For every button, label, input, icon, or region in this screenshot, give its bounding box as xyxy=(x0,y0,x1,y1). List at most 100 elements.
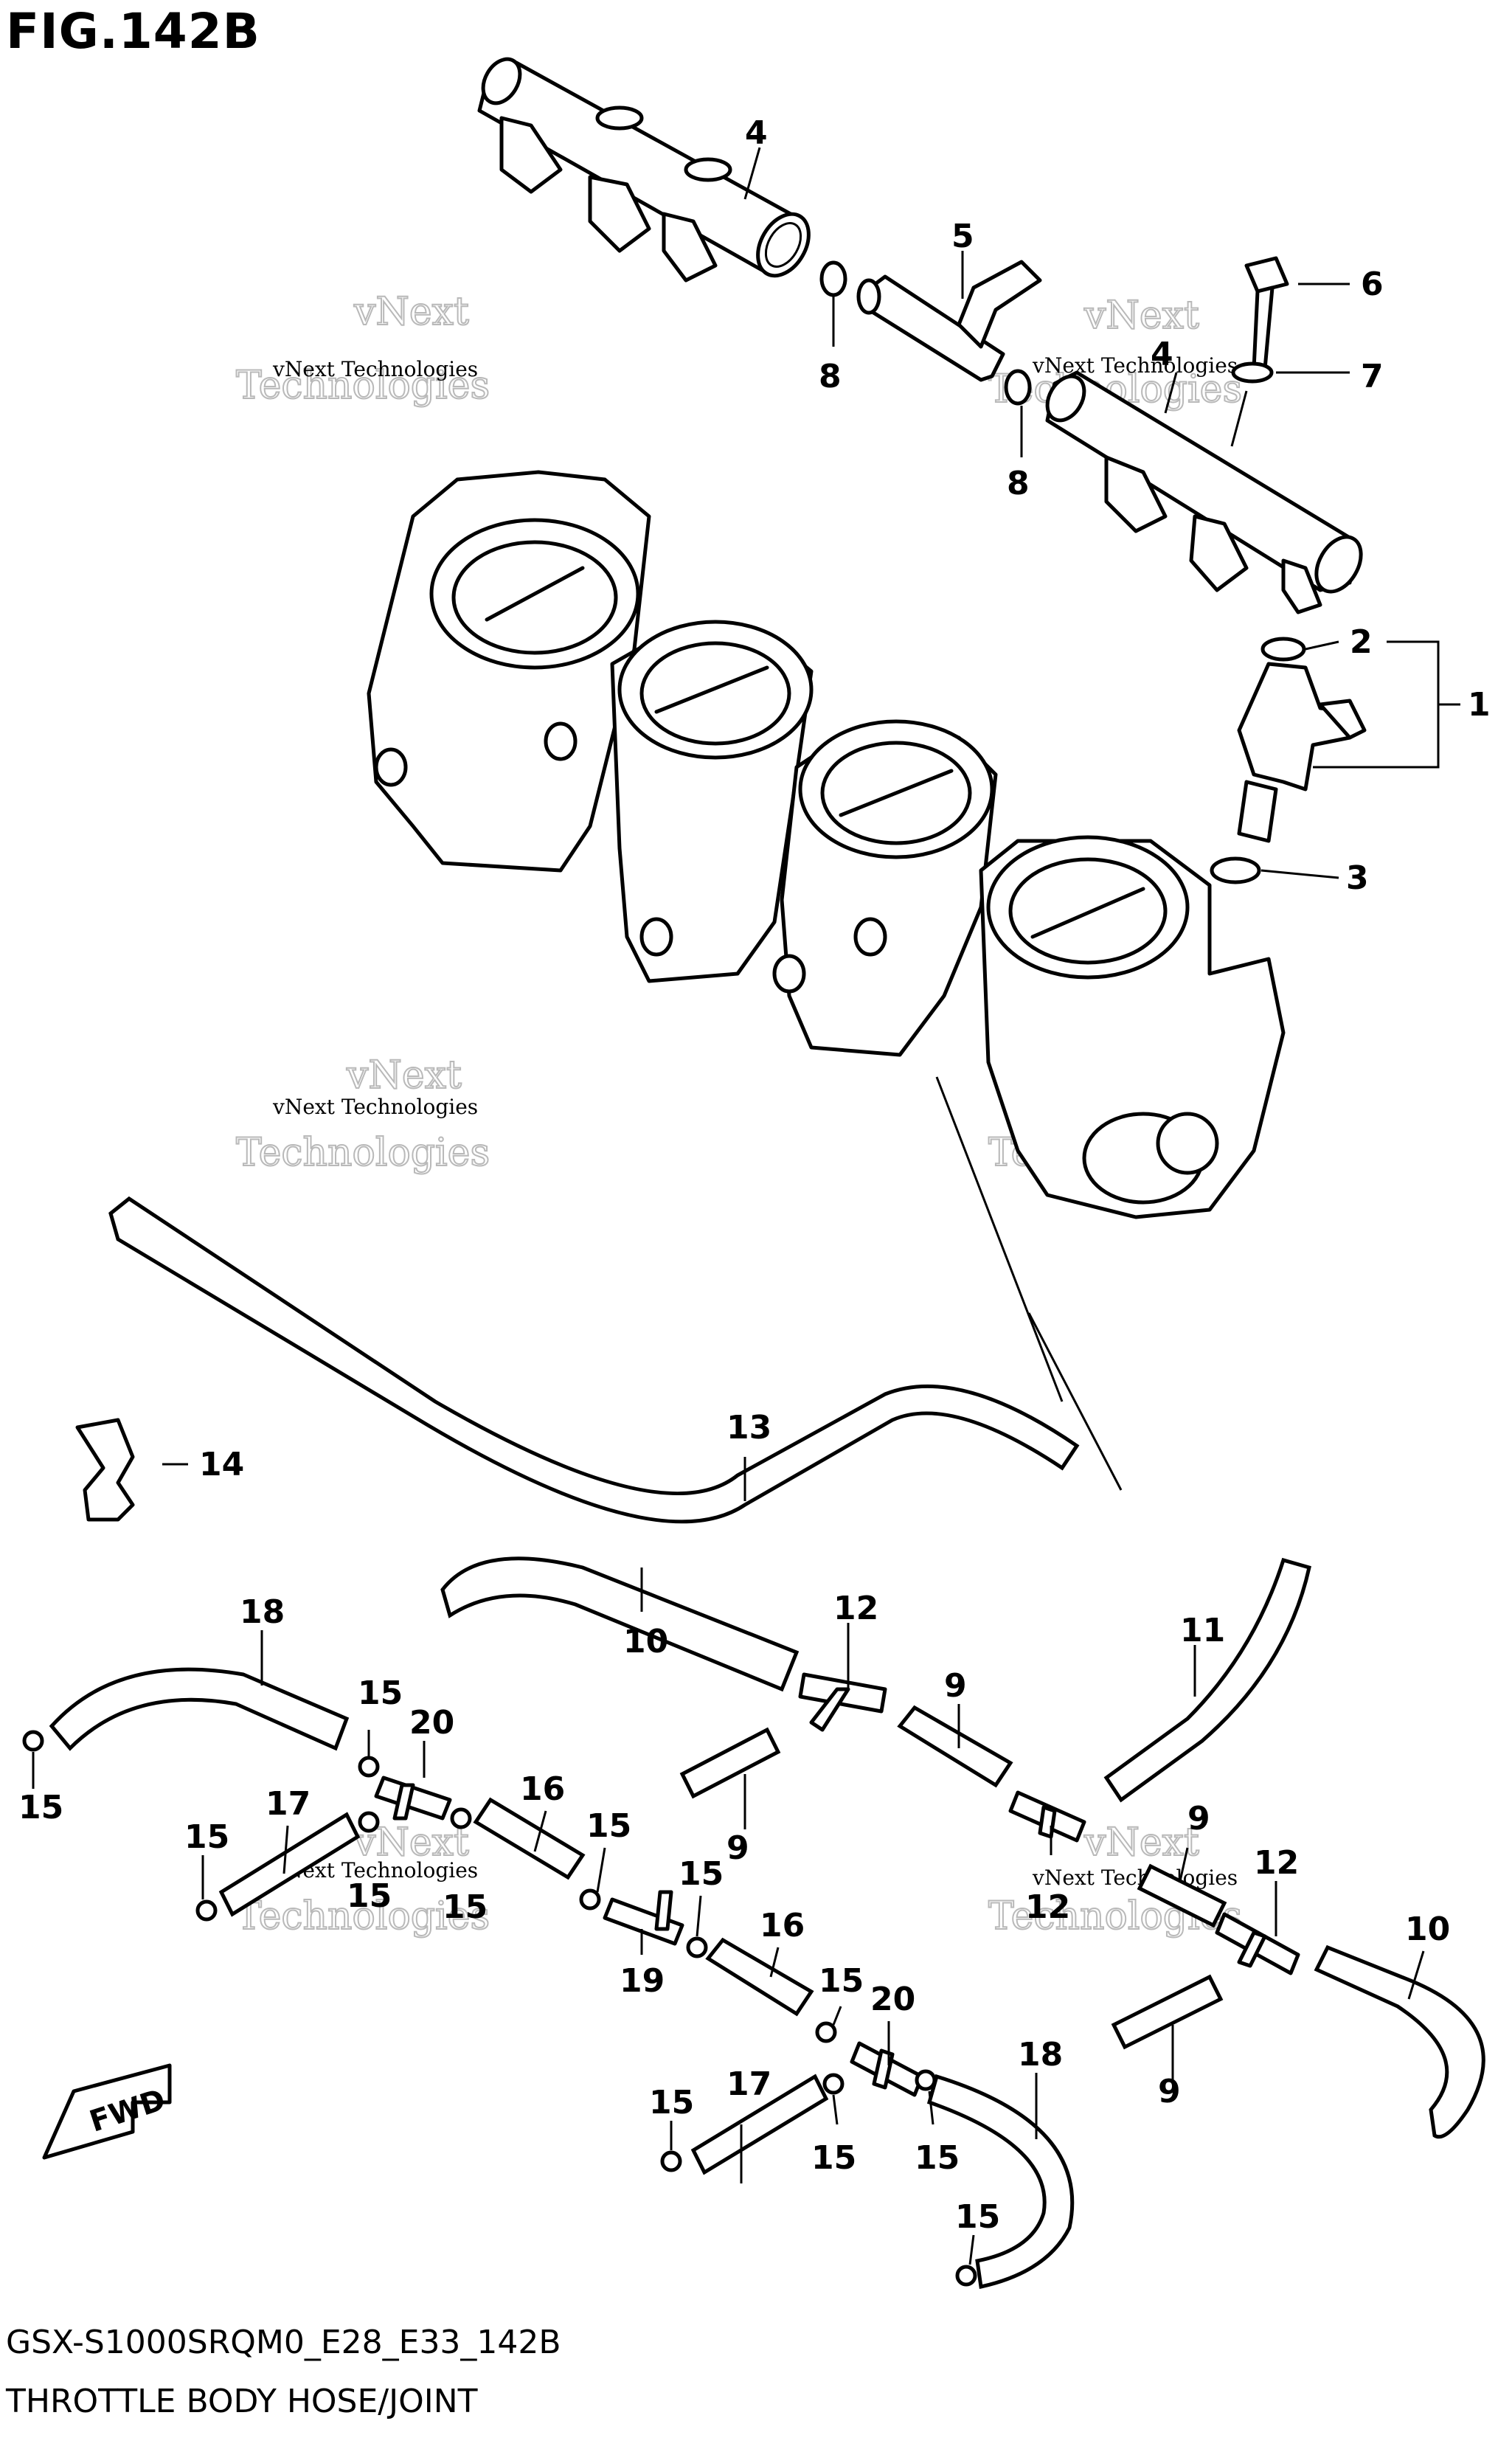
svg-text:vNext Technologies: vNext Technologies xyxy=(272,357,478,381)
callout-15-j: 15 xyxy=(811,2139,856,2177)
callout-17-bottom: 17 xyxy=(726,2065,771,2103)
callout-labels: 4 5 6 7 8 8 4 2 1 3 13 14 18 10 12 9 11 … xyxy=(18,114,1491,2236)
callout-2: 2 xyxy=(1350,623,1373,661)
svg-text:Technologies: Technologies xyxy=(236,364,490,408)
callout-16-middle: 16 xyxy=(760,1907,805,1944)
leader-lines xyxy=(32,147,1460,2265)
bolt-6 xyxy=(1244,256,1289,371)
joint-12-right xyxy=(1215,1912,1300,1975)
hose-18-bottom xyxy=(926,2074,1075,2290)
hose-10-upper xyxy=(440,1556,800,1692)
callout-1: 1 xyxy=(1468,686,1491,724)
joint-20-lower xyxy=(850,2041,924,2097)
svg-text:Technologies: Technologies xyxy=(236,1131,490,1175)
model-code: GSX-S1000SRQM0_E28_E33_142B xyxy=(6,2324,561,2361)
callout-9-a: 9 xyxy=(944,1667,967,1705)
callout-15-c: 15 xyxy=(586,1807,631,1845)
callout-12-middle: 12 xyxy=(1025,1888,1070,1926)
callout-15-e: 15 xyxy=(347,1877,392,1915)
throttle-body-assembly xyxy=(367,470,1286,1219)
hose-18-left xyxy=(49,1667,350,1751)
joint-19 xyxy=(603,1890,684,1946)
figure-caption: THROTTLE BODY HOSE/JOINT xyxy=(6,2383,478,2420)
hose-clips-15 xyxy=(22,1730,977,2287)
callout-9-b: 9 xyxy=(726,1829,749,1867)
callout-18-left: 18 xyxy=(240,1593,285,1631)
hose-9-b xyxy=(679,1727,781,1799)
svg-text:vNext: vNext xyxy=(1083,1821,1199,1865)
callout-15-a: 15 xyxy=(358,1674,403,1712)
svg-text:vNext Technologies: vNext Technologies xyxy=(1032,1866,1238,1890)
callout-15-h: 15 xyxy=(819,1962,864,2000)
callout-15-g: 15 xyxy=(679,1855,724,1893)
o-ring-8-left xyxy=(819,260,847,297)
washer-7 xyxy=(1231,361,1274,384)
callout-7: 7 xyxy=(1361,358,1384,395)
callout-9-d: 9 xyxy=(1158,2073,1181,2110)
hose-9-d xyxy=(1111,1974,1224,2050)
callout-15-l: 15 xyxy=(955,2198,1000,2236)
callout-15-f: 15 xyxy=(443,1888,488,1926)
callout-8-right: 8 xyxy=(1007,465,1030,502)
callout-10-upper: 10 xyxy=(623,1623,668,1660)
svg-text:vNext: vNext xyxy=(353,290,469,334)
joint-20-upper xyxy=(374,1776,452,1821)
callout-16-left: 16 xyxy=(520,1770,565,1808)
callout-3: 3 xyxy=(1346,859,1369,897)
fuel-delivery-pipe-upper xyxy=(477,57,811,283)
o-ring-8-right xyxy=(1004,369,1032,406)
callout-9-c: 9 xyxy=(1187,1800,1210,1837)
callout-12-right: 12 xyxy=(1254,1844,1299,1882)
callout-8-left: 8 xyxy=(819,358,842,395)
fuel-injector xyxy=(1237,662,1367,843)
hose-clamp-14 xyxy=(75,1418,135,1522)
svg-text:vNext: vNext xyxy=(346,1053,462,1098)
joint-12-upper xyxy=(798,1672,887,1732)
fuel-joint-pipe xyxy=(856,260,1042,382)
callout-10-lower: 10 xyxy=(1405,1911,1450,1948)
hose-17-left xyxy=(218,1812,361,1917)
fuel-delivery-pipe-lower xyxy=(1045,370,1363,614)
hose-16-middle xyxy=(705,1937,814,2017)
forward-direction-badge: FWD xyxy=(42,2063,172,2160)
hose-16-left xyxy=(473,1797,586,1880)
watermark-top-left: vNext Technologies vNext Technologies xyxy=(235,289,490,409)
callout-4-lower: 4 xyxy=(1151,336,1173,373)
callout-18-bottom: 18 xyxy=(1018,2036,1063,2074)
watermark-mid-left: vNext Technologies vNext Technologies xyxy=(235,1053,490,1176)
callout-11: 11 xyxy=(1180,1612,1225,1649)
svg-text:vNext: vNext xyxy=(1083,294,1199,338)
figure-title: FIG.142B xyxy=(6,3,260,60)
hose-9-c xyxy=(1137,1863,1227,1928)
o-ring-3 xyxy=(1210,856,1261,884)
callout-20-lower: 20 xyxy=(870,1981,915,2018)
callout-15-d: 15 xyxy=(184,1818,229,1856)
callout-4-upper: 4 xyxy=(745,114,768,152)
callout-15-b: 15 xyxy=(18,1789,63,1826)
joint-12-middle xyxy=(1008,1790,1086,1843)
callout-17-left: 17 xyxy=(266,1785,311,1823)
watermark-bottom-right: vNext Technologies vNext Technologies xyxy=(988,1820,1243,1939)
callout-5: 5 xyxy=(951,218,974,255)
svg-text:vNext Technologies: vNext Technologies xyxy=(272,1095,478,1119)
hose-11 xyxy=(1103,1557,1311,1803)
leader-line-assembly-2 xyxy=(1027,1312,1123,1491)
hose-13 xyxy=(108,1196,1080,1524)
callout-12-upper: 12 xyxy=(833,1590,878,1627)
callout-13: 13 xyxy=(726,1409,771,1447)
svg-text:vNext Technologies: vNext Technologies xyxy=(1032,353,1238,378)
leader-line-assembly xyxy=(935,1076,1064,1402)
callout-15-i: 15 xyxy=(649,2084,694,2121)
hose-17-bottom xyxy=(690,2074,829,2175)
o-ring-2 xyxy=(1260,637,1306,662)
hose-9-a xyxy=(897,1705,1013,1788)
callout-15-k: 15 xyxy=(915,2139,960,2177)
callout-19: 19 xyxy=(620,1962,665,2000)
hose-10-lower xyxy=(1314,1944,1485,2139)
callout-20-upper: 20 xyxy=(409,1704,454,1742)
watermark-top-right: vNext Technologies vNext Technologies xyxy=(988,293,1243,412)
callout-6: 6 xyxy=(1361,266,1384,303)
svg-text:Technologies: Technologies xyxy=(236,1894,490,1939)
callout-14: 14 xyxy=(199,1446,244,1483)
